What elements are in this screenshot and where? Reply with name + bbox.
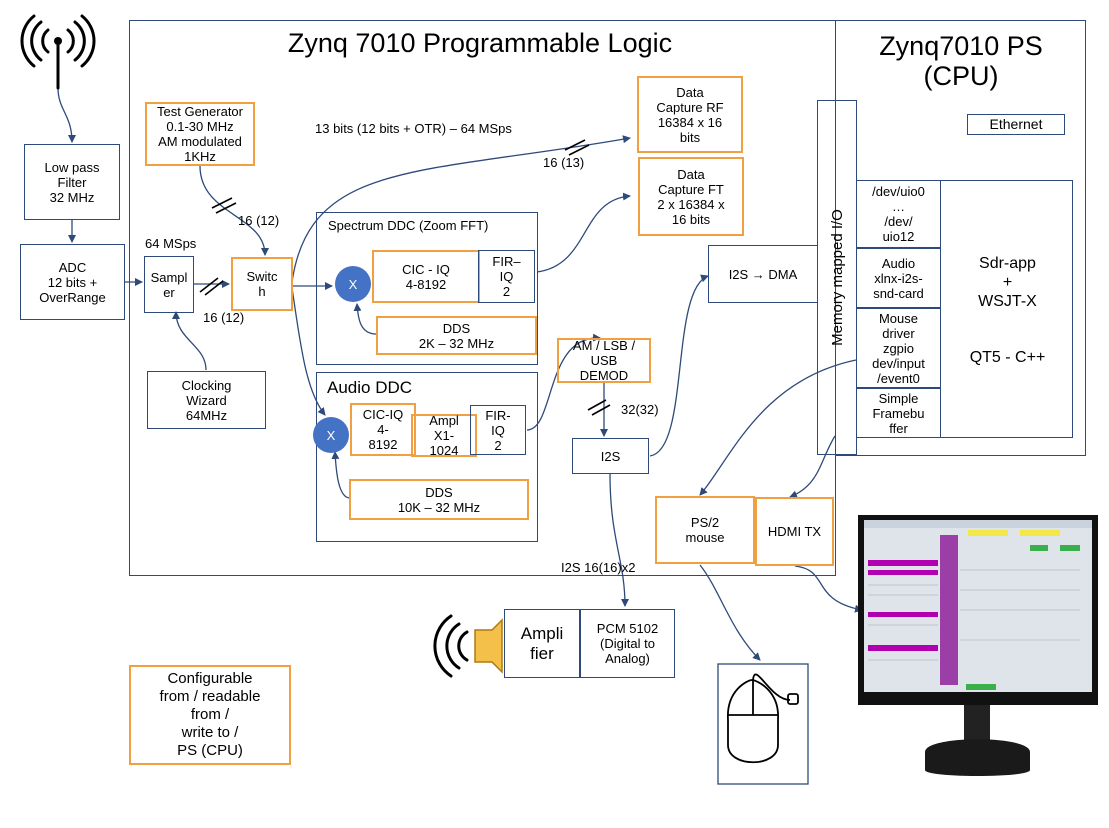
wire-switch-datarf: [291, 135, 631, 283]
spectrum-mixer: X: [335, 266, 371, 302]
data-capture-ft: Data Capture FT 2 x 16384 x 16 bits: [638, 157, 744, 236]
demod-block: AM / LSB / USB DEMOD: [557, 338, 651, 383]
wire-clocking-sampler: [172, 311, 207, 371]
pcm5102-block: PCM 5102 (Digital to Analog): [580, 609, 675, 678]
wire-mousedriver-ps2: [699, 359, 857, 496]
hdmi-tx-block: HDMI TX: [755, 497, 834, 566]
spectrum-ddc-title: Spectrum DDC (Zoom FFT): [328, 218, 489, 233]
clocking-wizard: Clocking Wizard 64MHz: [147, 371, 266, 429]
ampl-audio: Ampl X1- 1024: [411, 413, 477, 458]
label-i2s-out: I2S 16(16)x2: [561, 560, 636, 575]
wire-switch-audiomixer: [291, 287, 326, 416]
pl-title: Zynq 7010 Programmable Logic: [287, 28, 673, 58]
wire-firaudio-demod: [526, 333, 601, 431]
i2s-block: I2S: [572, 438, 649, 474]
label-64msps: 64 MSps: [145, 236, 197, 251]
spectrum-ddc-panel: [316, 212, 538, 365]
audio-mixer-symbol: X: [326, 427, 336, 443]
ethernet-block: Ethernet: [967, 114, 1065, 135]
wire-ps2-mouse: [699, 564, 761, 661]
wire-i2s-pcm: [609, 473, 629, 607]
uio-block: /dev/uio0 … /dev/ uio12: [856, 180, 941, 248]
wire-hdmi-monitor: [794, 565, 863, 613]
label-16-12-test: 16 (12): [238, 213, 280, 228]
fir-audio: FIR- IQ 2: [470, 405, 526, 455]
wire-fb-hdmi: [789, 435, 836, 499]
amplifier-block: Ampli fier: [504, 609, 580, 678]
fir-spectrum: FIR– IQ 2: [478, 250, 535, 303]
qt-label: QT5 - C++: [969, 348, 1046, 366]
sdr-app-label: Sdr-app + WSJT-X: [978, 254, 1037, 310]
ps-container: [835, 20, 1086, 456]
i2s-dma-block: I2S → DMA: [708, 245, 818, 303]
wire-testgen-switch: [199, 165, 269, 256]
label-16-13: 16 (13): [543, 155, 585, 170]
wire-antenna-lowpass: [57, 87, 76, 143]
configurable-legend: Configurable from / readable from / writ…: [129, 665, 291, 765]
data-capture-rf: Data Capture RF 16384 x 16 bits: [637, 76, 743, 153]
cic-spectrum: CIC - IQ 4-8192: [372, 250, 480, 303]
label-16-12-sampler: 16 (12): [203, 310, 245, 325]
ps2-mouse-block: PS/2 mouse: [655, 496, 755, 564]
framebuffer-block: Simple Framebu ffer: [856, 388, 941, 438]
mouse-driver-block: Mouse driver zgpio dev/input /event0: [856, 308, 941, 388]
cic-audio: CIC-IQ 4- 8192: [350, 403, 416, 456]
label-32-32: 32(32): [621, 402, 659, 417]
ps-title: Zynq7010 PS (CPU): [879, 31, 1043, 91]
test-generator: Test Generator 0.1-30 MHz AM modulated 1…: [145, 102, 255, 166]
audio-driver-block: Audio xlnx-i2s- snd-card: [856, 248, 941, 308]
wire-ddsspec-mixer: [353, 303, 377, 335]
dds-audio: DDS 10K – 32 MHz: [349, 479, 529, 520]
wire-ddsaudio-mixer: [331, 451, 351, 499]
audio-ddc-title: Audio DDC: [327, 378, 413, 397]
memory-mapped-label: Memory mapped I/O: [828, 209, 846, 346]
memory-mapped-io: Memory mapped I/O: [817, 100, 857, 455]
sampler-block: Sampl er: [144, 256, 194, 313]
dds-spectrum: DDS 2K – 32 MHz: [376, 316, 537, 355]
adc-block: ADC 12 bits + OverRange: [20, 244, 125, 320]
label-13bits: 13 bits (12 bits + OTR) – 64 MSps: [315, 121, 512, 136]
wire-i2s-dma: [649, 274, 709, 457]
audio-ddc-panel: [316, 372, 538, 542]
audio-mixer: X: [313, 417, 349, 453]
spectrum-mixer-symbol: X: [348, 276, 358, 292]
lowpass-filter: Low pass Filter 32 MHz: [24, 144, 120, 220]
wire-firspec-dataft: [536, 192, 631, 273]
switch-block: Switc h: [231, 257, 293, 311]
